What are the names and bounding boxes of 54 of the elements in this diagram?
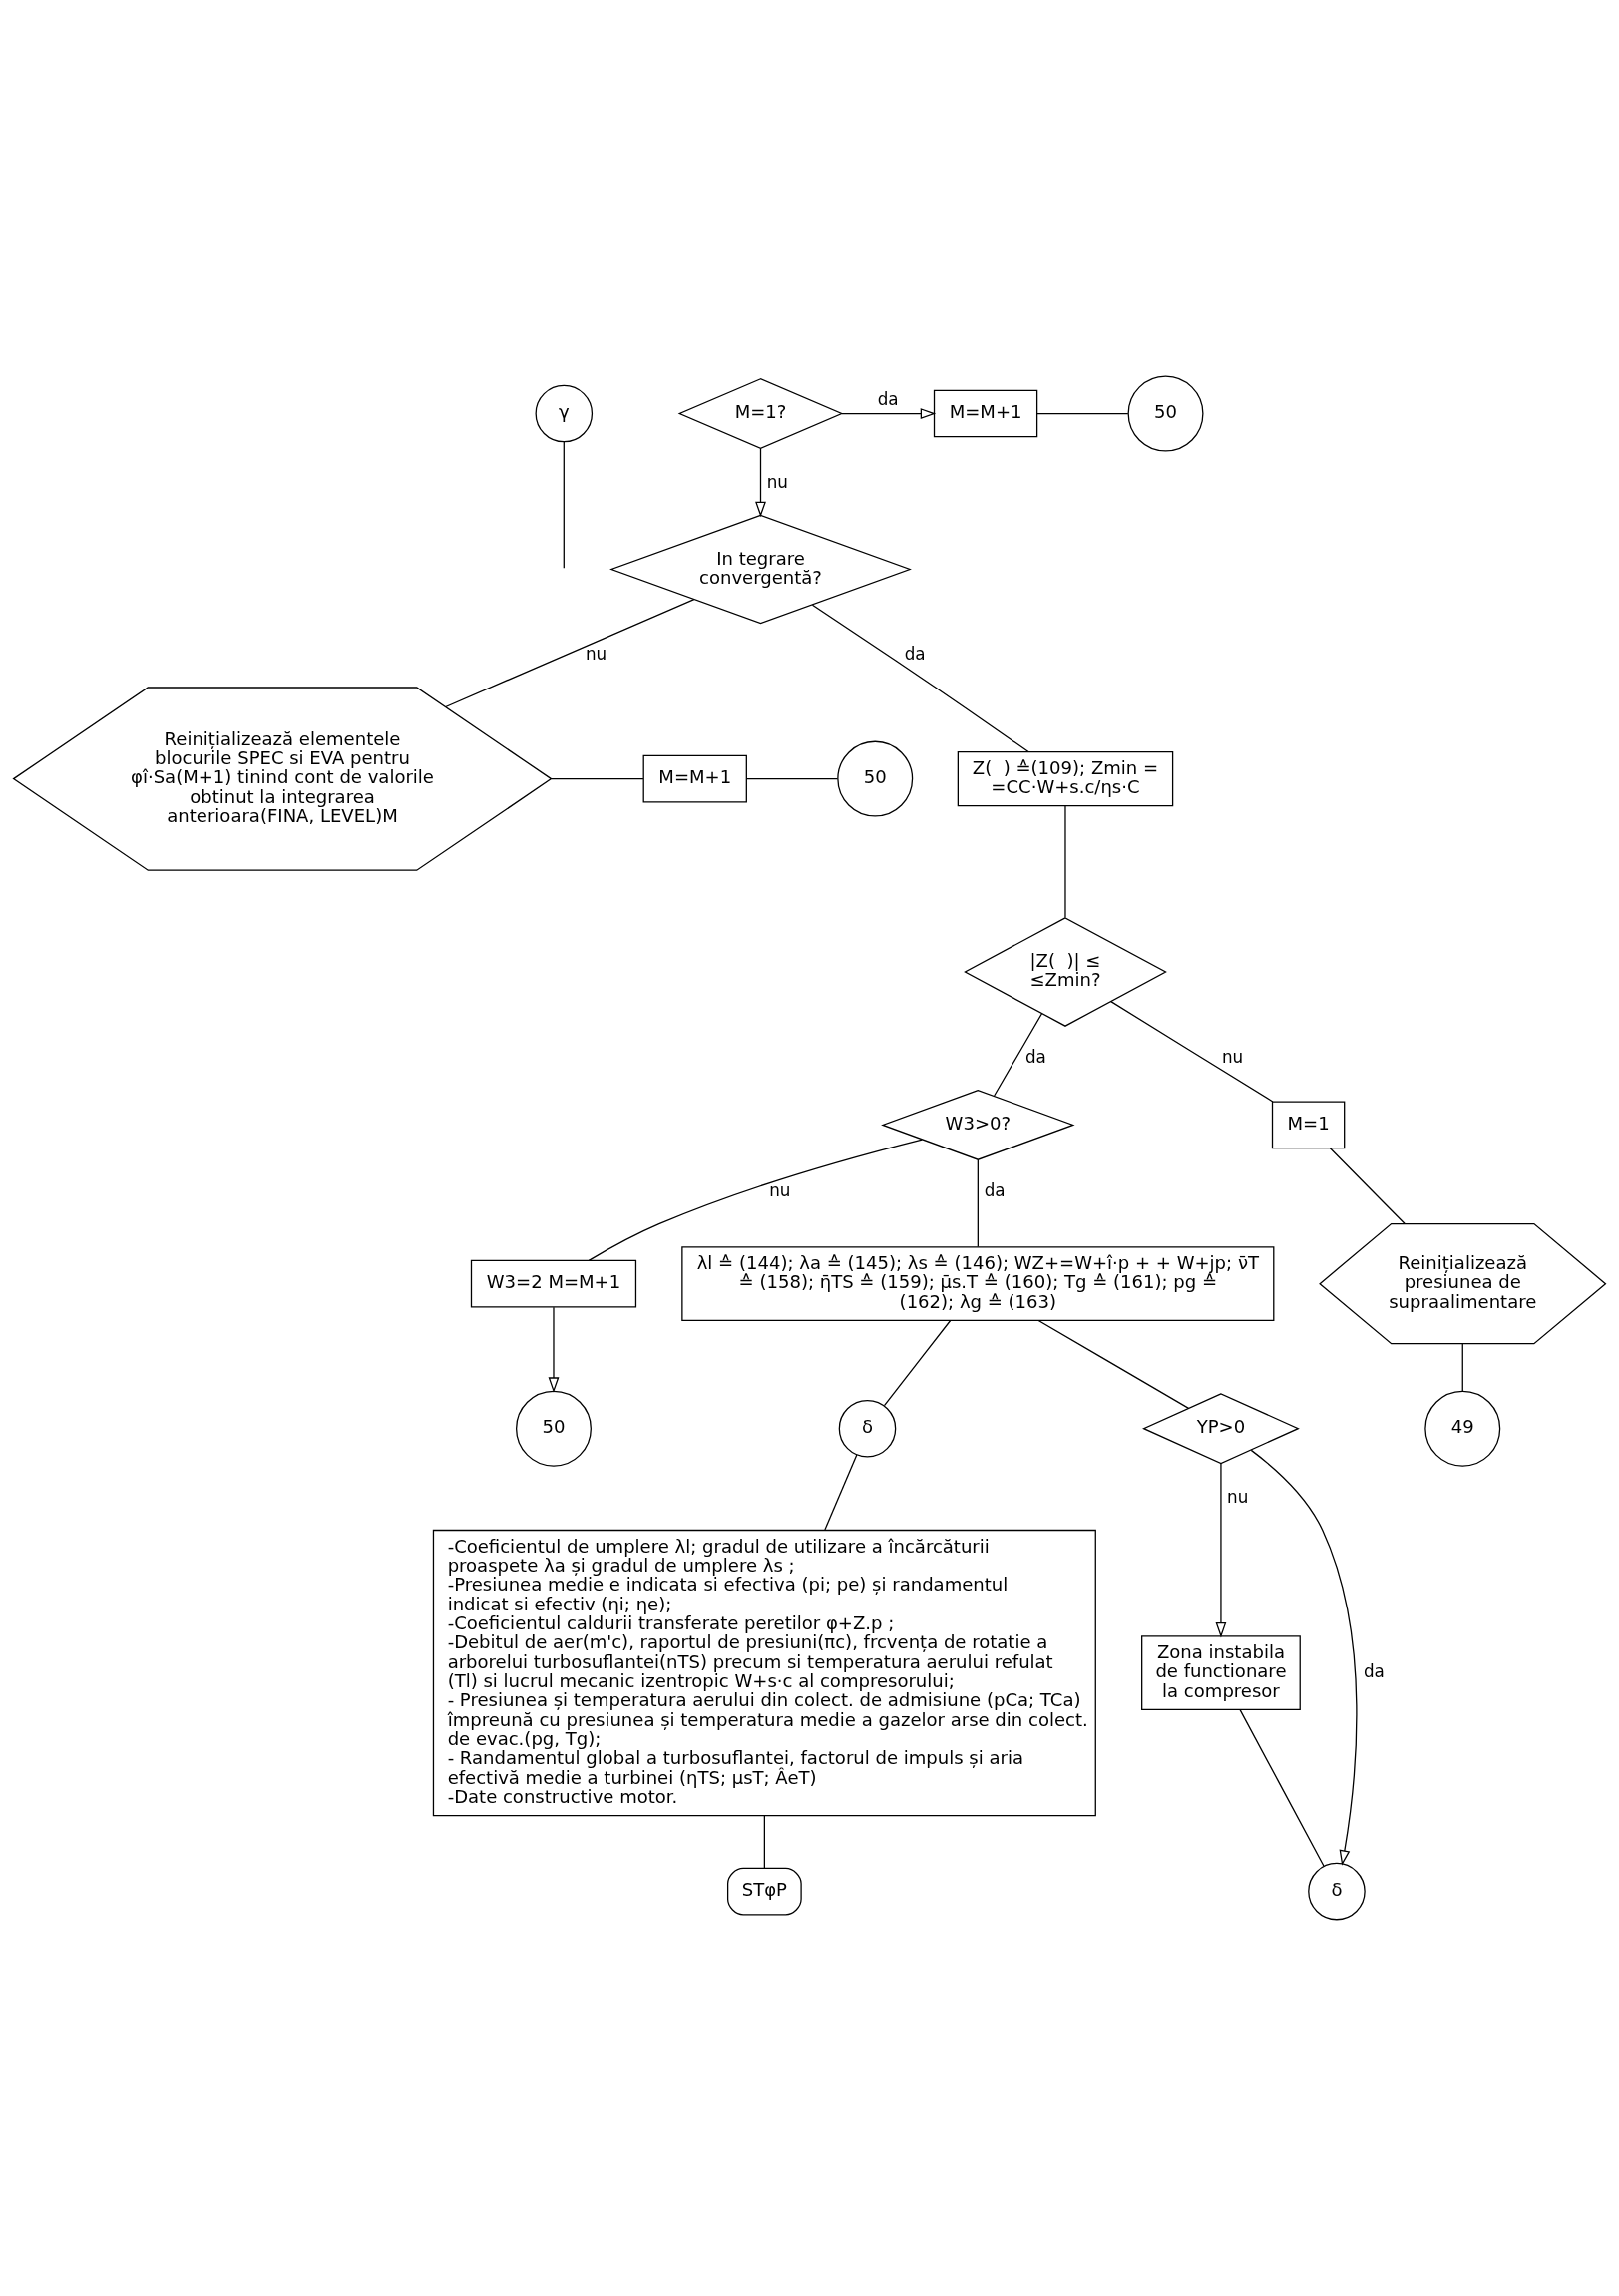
connector — [1461, 1343, 1463, 1392]
connector — [1064, 805, 1066, 919]
arrow — [755, 447, 766, 518]
node-circle: 50 — [1127, 375, 1204, 452]
connector — [445, 599, 695, 708]
node-box: M=M+1 — [642, 754, 747, 803]
node-diamond: W3>0? — [881, 1089, 1075, 1160]
connector — [1239, 1708, 1325, 1867]
connector — [745, 777, 839, 780]
node-circle: δ — [838, 1399, 897, 1458]
node-box: W3=2 M=M+1 — [470, 1259, 637, 1308]
arrow — [841, 408, 937, 419]
connector — [550, 777, 644, 780]
connector — [1037, 1319, 1190, 1410]
node-circle: 49 — [1424, 1390, 1501, 1467]
node-circle: δ — [1308, 1862, 1366, 1921]
edge-label: da — [1363, 1660, 1385, 1681]
connector — [811, 604, 1029, 753]
connector — [1329, 1148, 1406, 1225]
edge-label: da — [904, 644, 926, 665]
node-box: STφP — [727, 1867, 802, 1916]
node-box: M=M+1 — [933, 389, 1038, 438]
edge-label: nu — [769, 1179, 791, 1200]
edge-label: nu — [1221, 1046, 1244, 1067]
node-box: λl ≙ (144); λa ≙ (145); λs ≙ (146); WZ+=W+î·p + + W+jp; ν̄T ≙ (158); η̄TS ≙ (159); μ̄s.T ≙ (160); Tg ≙ (161); pg ≙ (162); λg ≙ (163) — [681, 1246, 1275, 1321]
node-circle: γ — [535, 384, 594, 443]
node-diamond: |Z( )| ≤ ≤Zmin? — [964, 917, 1167, 1027]
node-box: -Coeficientul de umplere λl; gradul de utilizare a încărcăturii proaspete λa și gradul de umplere λs ; -Presiunea medie e indicata si efectiva (pi; pe) și randamentul indicat si efectiv (ηi; ηe); -Coeficientul caldurii transferate peretilor φ+Z.p ; -Debitul de aer(m'c), raportul de presiuni(πc), frcvența de rotatie a arborelui turbosuflantei(nTS) precum si temperatura aerului refulat (Tl) si lucrul mecanic izentropic W+s·c al compresorului; - Presiunea și temperatura aerului din colect. de admisiune (pCa; TCa) împreună cu presiunea și temperatura medie a gazelor arse din colect. de evac.(pg, Tg); - Randamentul global a turbosuflantei, factorul de impuls și aria efectivă medie a turbinei (ηTS; μsT; ÂeT) -Date constructive motor. — [432, 1529, 1096, 1817]
node-circle: 50 — [516, 1390, 592, 1467]
edge-label: da — [1024, 1046, 1046, 1067]
edge-label: nu — [1227, 1486, 1249, 1507]
connector — [1036, 412, 1129, 415]
node-diamond: YP>0 — [1142, 1393, 1300, 1465]
arrow — [1215, 1463, 1227, 1638]
edge-label: nu — [585, 644, 607, 665]
connector — [883, 1319, 952, 1407]
connector — [977, 1158, 979, 1248]
edge-label: nu — [766, 471, 788, 492]
node-box: M=1 — [1271, 1101, 1346, 1149]
connector — [824, 1454, 858, 1531]
node-box: Z( ) ≙(109); Zmin = =CC·W+s.c/ηs·C — [957, 750, 1174, 807]
node-diamond: M=1? — [677, 378, 844, 450]
node-diamond: In tegrare convergentă? — [609, 514, 912, 625]
edge-label: da — [984, 1179, 1006, 1200]
node-box: Zona instabila de functionare la compresor — [1141, 1635, 1301, 1710]
edge-label: da — [877, 389, 899, 410]
node-circle: 50 — [837, 740, 914, 817]
connector — [1110, 1001, 1274, 1103]
arrow — [548, 1306, 560, 1393]
connector — [563, 441, 565, 569]
arrow — [1250, 1449, 1358, 1866]
connector — [994, 1013, 1043, 1097]
connector — [588, 1139, 923, 1261]
connector — [763, 1815, 765, 1869]
